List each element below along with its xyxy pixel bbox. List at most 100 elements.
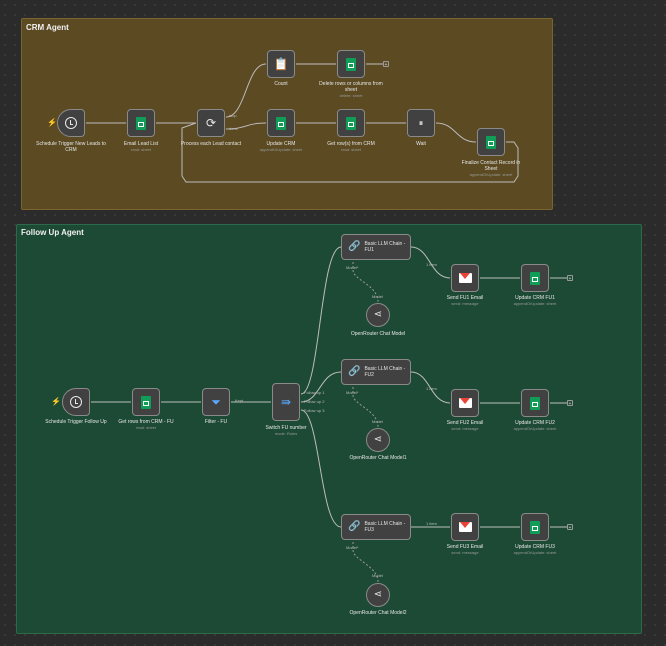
pause-icon: ⏸ [418, 118, 424, 128]
gmail-icon [458, 522, 472, 532]
link-icon: 🔗 [348, 241, 361, 252]
delete-rows-node[interactable] [337, 50, 365, 78]
edge-switch-chain2 [300, 371, 342, 403]
edge-chain2-email2 [410, 371, 451, 404]
email-lead-list-node[interactable] [127, 109, 155, 137]
switch-output-3: Follow up 3 [304, 408, 325, 413]
openrouter-model1-node[interactable]: ⋖ [366, 428, 390, 452]
sheets-icon [486, 135, 496, 149]
update-crm-node[interactable] [267, 109, 295, 137]
edge-process-count [225, 63, 267, 118]
edge-label-loop: loop [229, 113, 237, 118]
send-fu2-email-node[interactable] [451, 389, 479, 417]
add-node-button[interactable]: + [567, 400, 573, 407]
wait-node[interactable]: ⏸ [407, 109, 435, 137]
send-fu1-email-node[interactable] [451, 264, 479, 292]
node-caption: Schedule Trigger Follow Up [45, 419, 107, 425]
filter-icon: ⏷ [211, 395, 221, 409]
gmail-icon [458, 273, 472, 283]
clock-icon [65, 117, 77, 129]
edge-label-kept: Kept [235, 398, 244, 403]
sheets-icon [346, 57, 356, 71]
edge-chain1-email1 [410, 246, 451, 279]
sheets-icon [346, 116, 356, 130]
process-each-lead-node[interactable]: ⟳ [197, 109, 225, 137]
count-node[interactable]: 📋 [267, 50, 295, 78]
followup-agent-group[interactable]: Follow Up Agent [16, 224, 642, 634]
update-crm-fu2-node[interactable] [521, 389, 549, 417]
trigger-bolt-icon: ⚡ [47, 118, 57, 127]
clock-icon [70, 396, 82, 408]
node-caption: OpenRouter Chat Model2 [349, 610, 407, 616]
sheets-icon [136, 116, 146, 130]
node-caption: Schedule Trigger New Leads to CRM [36, 141, 106, 153]
gmail-icon [458, 398, 472, 408]
model-port-label: Model* [346, 545, 359, 550]
get-rows-fu-node[interactable] [132, 388, 160, 416]
node-caption: Count [274, 81, 288, 87]
clipboard-icon: 📋 [273, 57, 289, 71]
sheets-icon [141, 395, 151, 409]
edge-model2-chain2 [352, 387, 379, 428]
add-node-button[interactable]: + [567, 524, 573, 531]
edge-loopback [181, 122, 519, 183]
edge-label-item: 1 item [426, 521, 437, 526]
trigger-bolt-icon: ⚡ [51, 397, 61, 406]
finalize-contact-node[interactable] [477, 128, 505, 156]
switch-output-1: Follow up 1 [304, 390, 325, 395]
sheets-icon [530, 520, 540, 534]
sheets-icon [530, 396, 540, 410]
sheets-icon [530, 271, 540, 285]
edge-model3-chain3 [352, 542, 379, 583]
add-node-button[interactable]: + [567, 275, 573, 282]
send-fu3-email-node[interactable] [451, 513, 479, 541]
get-rows-crm-node[interactable] [337, 109, 365, 137]
add-node-button[interactable]: + [383, 61, 389, 68]
node-caption: OpenRouter Chat Model1 [349, 455, 407, 461]
loop-icon: ⟳ [205, 116, 217, 130]
node-caption: OpenRouter Chat Model [350, 331, 406, 337]
llm-chain-fu2-node[interactable]: 🔗 Basic LLM Chain - FU2 [341, 359, 411, 385]
edge-wait-finalize [435, 122, 477, 143]
group-title: Follow Up Agent [21, 228, 84, 237]
openrouter-model2-node[interactable]: ⋖ [366, 583, 390, 607]
switch-output-2: Follow up 2 [304, 399, 325, 404]
node-caption: Wait [416, 141, 426, 147]
node-caption: Filter - FU [204, 419, 228, 425]
edge-label-done: done [229, 126, 238, 131]
edge-switch-chain3 [300, 409, 342, 528]
llm-chain-fu1-node[interactable]: 🔗 Basic LLM Chain - FU1 [341, 234, 411, 260]
llm-chain-fu3-node[interactable]: 🔗 Basic LLM Chain - FU3 [341, 514, 411, 540]
group-title: CRM Agent [26, 23, 69, 32]
node-caption: Process each Lead contact [180, 141, 242, 147]
update-crm-fu3-node[interactable] [521, 513, 549, 541]
model-port-label: Model [372, 294, 383, 299]
link-icon: 🔗 [348, 366, 361, 377]
edge-model1-chain1 [352, 262, 379, 303]
edge-process-update [225, 122, 267, 130]
link-icon: 🔗 [348, 521, 361, 532]
edge-switch-chain1 [300, 246, 342, 395]
model-port-label: Model [372, 573, 383, 578]
update-crm-fu1-node[interactable] [521, 264, 549, 292]
fu-schedule-trigger-node[interactable] [62, 388, 90, 416]
filter-fu-node[interactable]: ⏷ [202, 388, 230, 416]
switch-fu-node[interactable]: ⇛ [272, 383, 300, 421]
openrouter-icon: ⋖ [373, 434, 383, 445]
openrouter-model-node[interactable]: ⋖ [366, 303, 390, 327]
model-port-label: Model [372, 419, 383, 424]
crm-schedule-trigger-node[interactable] [57, 109, 85, 137]
model-port-label: Model* [346, 265, 359, 270]
